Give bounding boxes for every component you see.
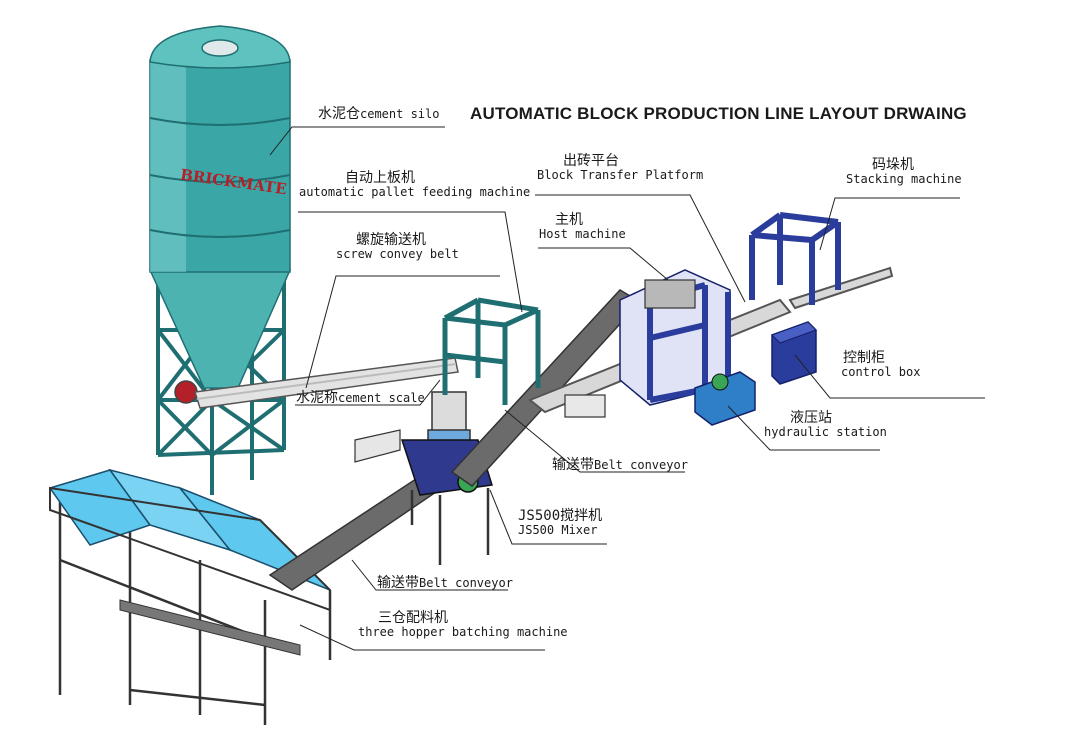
label-js500-mixer-en: JS500 Mixer <box>518 523 598 538</box>
label-belt-conveyor-upper-en: Belt conveyor <box>594 458 688 472</box>
label-belt-conveyor-lower: 输送带Belt conveyor <box>377 573 513 591</box>
label-transfer-platform-zh: 出砖平台 <box>563 153 619 169</box>
label-host-machine-en: Host machine <box>539 227 626 242</box>
label-pallet-feeding-en: automatic pallet feeding machine <box>299 185 531 200</box>
label-belt-conveyor-upper: 输送带Belt conveyor <box>552 455 688 473</box>
label-cement-silo-en: cement silo <box>360 107 440 121</box>
label-screw-conveyor: 螺旋输送机 screw convey belt <box>336 232 459 262</box>
label-transfer-platform: 出砖平台 Block Transfer Platform <box>537 153 703 183</box>
batching-machine <box>48 468 332 725</box>
hydraulic-station <box>694 371 756 426</box>
label-hydraulic-station: 液压站 hydraulic station <box>764 410 887 440</box>
label-batching-machine: 三仓配料机 three hopper batching machine <box>358 610 568 640</box>
cement-silo: BRICKMATE <box>148 25 292 495</box>
label-control-box-en: control box <box>841 365 921 380</box>
batching-belt <box>119 599 301 656</box>
silo-rings <box>149 117 291 238</box>
label-stacking-machine-en: Stacking machine <box>846 172 962 187</box>
leader-lines <box>269 126 985 651</box>
label-batching-machine-zh: 三仓配料机 <box>378 610 448 626</box>
screw-conveyor <box>194 357 459 409</box>
label-host-machine: 主机 Host machine <box>539 212 626 242</box>
label-hydraulic-station-zh: 液压站 <box>790 410 832 426</box>
label-stacking-machine: 码垛机 Stacking machine <box>846 157 962 187</box>
label-screw-conveyor-en: screw convey belt <box>336 247 459 262</box>
label-cement-scale: 水泥称cement scale <box>296 388 425 406</box>
label-stacking-machine-zh: 码垛机 <box>872 157 914 173</box>
label-control-box-zh: 控制柜 <box>843 350 885 366</box>
label-cement-scale-zh: 水泥称 <box>296 390 338 406</box>
label-js500-mixer: JS500搅拌机 JS500 Mixer <box>518 508 602 538</box>
cement-scale <box>431 391 467 433</box>
label-cement-scale-en: cement scale <box>338 391 425 405</box>
label-js500-mixer-zh: JS500搅拌机 <box>518 508 603 524</box>
page-title: AUTOMATIC BLOCK PRODUCTION LINE LAYOUT D… <box>470 104 967 123</box>
label-transfer-platform-en: Block Transfer Platform <box>537 168 704 183</box>
label-control-box: 控制柜 control box <box>841 350 921 380</box>
label-pallet-feeding-zh: 自动上板机 <box>345 170 415 186</box>
host-machine <box>564 269 731 418</box>
label-belt-conveyor-upper-zh: 输送带 <box>552 457 594 473</box>
silo-motor-icon <box>174 380 198 404</box>
label-host-machine-zh: 主机 <box>555 212 583 228</box>
label-cement-silo-zh: 水泥仓 <box>318 106 360 122</box>
label-batching-machine-en: three hopper batching machine <box>358 625 568 640</box>
label-hydraulic-station-en: hydraulic station <box>764 425 887 440</box>
label-pallet-feeding: 自动上板机 automatic pallet feeding machine <box>299 170 530 200</box>
label-cement-silo: 水泥仓cement silo <box>318 104 439 122</box>
label-belt-conveyor-lower-zh: 输送带 <box>377 575 419 591</box>
label-belt-conveyor-lower-en: Belt conveyor <box>419 576 513 590</box>
pallet-feeding-machine <box>442 297 541 405</box>
label-screw-conveyor-zh: 螺旋输送机 <box>356 232 426 248</box>
control-box <box>771 321 817 385</box>
